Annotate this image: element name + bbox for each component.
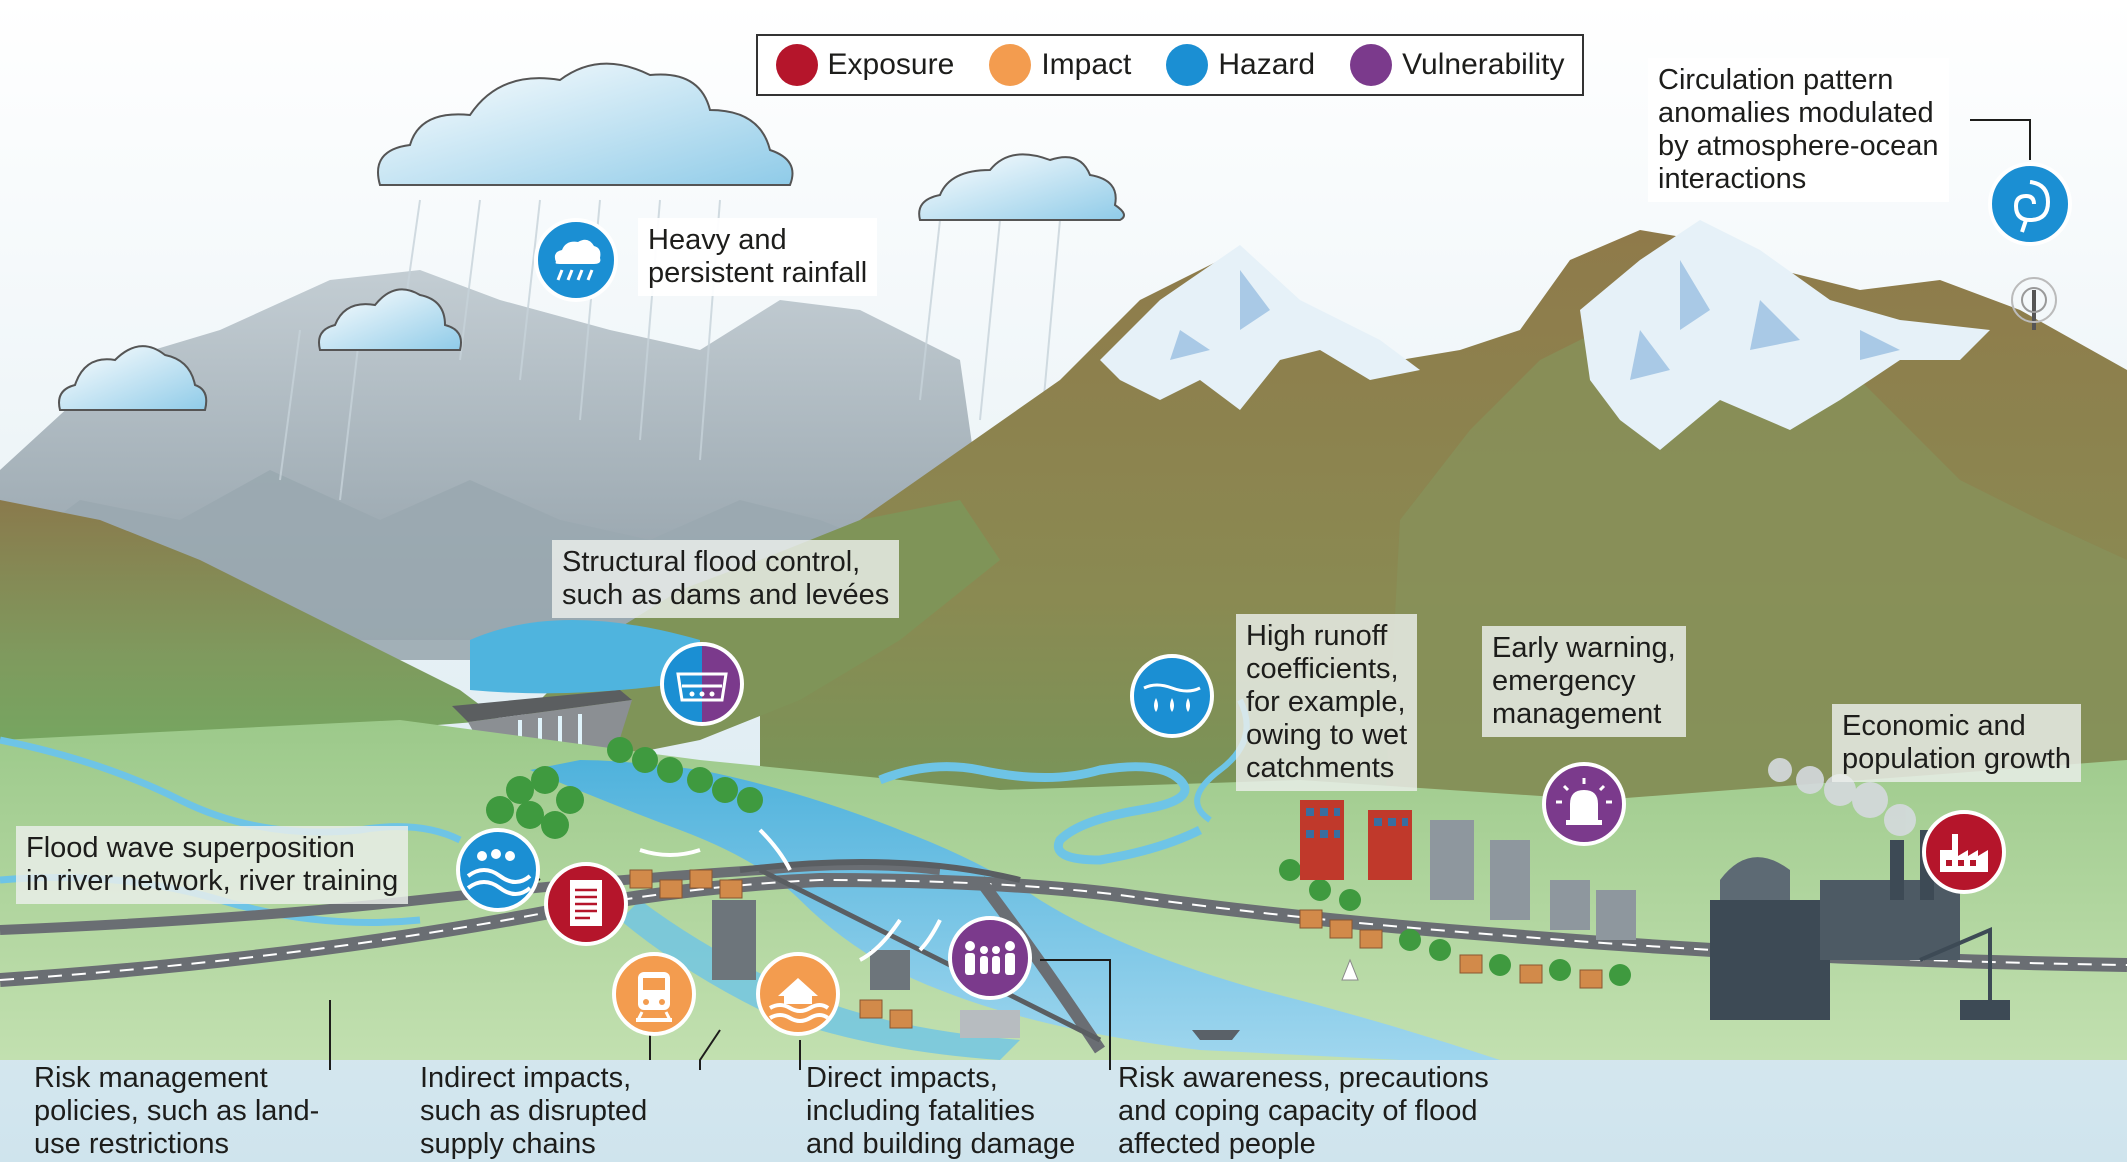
river-network-icon <box>456 828 540 912</box>
label-superposition: Flood wave superposition in river networ… <box>16 826 409 904</box>
label-direct-impacts: Direct impacts, including fatalities and… <box>806 1062 1076 1160</box>
legend-label-vulnerability: Vulnerability <box>1402 48 1565 81</box>
rain-cloud-icon <box>534 218 618 302</box>
cloud-small-2 <box>58 345 208 411</box>
cloud-large <box>377 62 794 186</box>
legend-label-exposure: Exposure <box>827 48 955 81</box>
legend: Exposure Impact Hazard Vulnerability <box>756 34 1584 96</box>
alarm-siren-icon <box>1542 762 1626 846</box>
legend-item-vulnerability: Vulnerability <box>1350 44 1564 86</box>
cloud-medium <box>918 153 1125 221</box>
people-group-icon <box>948 916 1032 1000</box>
label-structural: Structural flood control, such as dams a… <box>552 540 900 618</box>
exposure-dot-icon <box>775 44 818 86</box>
policy-document-icon <box>544 862 628 946</box>
cyclone-spiral-icon <box>1988 162 2072 246</box>
legend-item-exposure: Exposure <box>775 44 955 86</box>
legend-label-impact: Impact <box>1041 48 1132 81</box>
impact-dot-icon <box>989 44 1032 86</box>
label-risk-management: Risk management policies, such as land- … <box>34 1062 320 1160</box>
wet-soil-icon <box>1130 654 1214 738</box>
legend-label-hazard: Hazard <box>1218 48 1316 81</box>
legend-item-impact: Impact <box>989 44 1131 86</box>
hazard-dot-icon <box>1166 44 1209 86</box>
label-indirect-impacts: Indirect impacts, such as disrupted supp… <box>420 1062 648 1160</box>
flooded-house-icon <box>756 952 840 1036</box>
label-risk-awareness: Risk awareness, precautions and coping c… <box>1118 1062 1489 1160</box>
label-rainfall: Heavy and persistent rainfall <box>638 218 878 296</box>
label-growth: Economic and population growth <box>1832 704 2081 782</box>
label-circulation: Circulation pattern anomalies modulated … <box>1648 58 1949 202</box>
vulnerability-dot-icon <box>1350 44 1393 86</box>
train-icon <box>612 952 696 1036</box>
legend-item-hazard: Hazard <box>1166 44 1315 86</box>
dam-reservoir-icon <box>660 642 744 726</box>
cloud-small-1 <box>318 288 462 351</box>
factory-icon <box>1922 810 2006 894</box>
label-warning: Early warning, emergency management <box>1482 626 1686 737</box>
label-runoff: High runoff coefficients, for example, o… <box>1236 614 1418 791</box>
